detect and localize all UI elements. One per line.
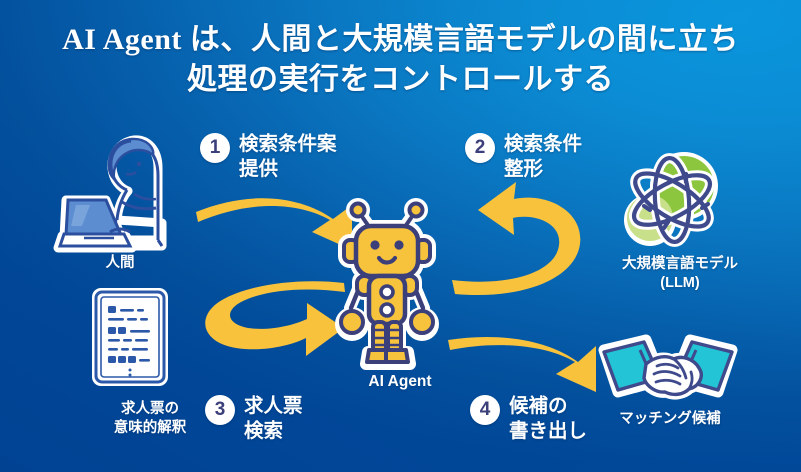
robot-icon [335, 198, 439, 370]
document-caption: 求人票の 意味的解釈 [50, 400, 250, 438]
atom-molecule-icon [624, 152, 718, 247]
arrow-human-to-agent [196, 198, 352, 250]
step-4-label-line-1: 候補の [509, 395, 568, 417]
step-1-label-line-1: 検索条件案 [239, 133, 337, 155]
step-3: 3 求人票 検索 [205, 394, 303, 444]
arrow-document-to-agent [205, 281, 345, 356]
llm-caption-line-2: (LLM) [660, 275, 700, 292]
step-1: 1 検索条件案 提供 [200, 132, 337, 182]
document-caption-line-2: 意味的解釈 [113, 420, 187, 437]
job-posting-document-icon [92, 288, 168, 386]
arrow-agent-to-matching [448, 336, 596, 392]
step-4-label-line-2: 書き出し [509, 419, 588, 442]
step-2-number: 2 [465, 133, 495, 163]
step-1-label-line-2: 提供 [239, 157, 279, 180]
step-3-number: 3 [205, 395, 235, 425]
step-1-number: 1 [200, 133, 230, 163]
document-caption-line-1: 求人票の [121, 401, 179, 417]
step-4: 4 候補の 書き出し [470, 394, 587, 444]
step-3-label-line-1: 求人票 [244, 395, 303, 417]
step-3-label: 求人票 検索 [244, 394, 303, 444]
llm-caption: 大規模言語モデル (LLM) [570, 255, 790, 293]
llm-caption-line-1: 大規模言語モデル [622, 256, 738, 272]
step-2: 2 検索条件 整形 [465, 132, 582, 182]
step-2-label-line-2: 整形 [504, 157, 544, 180]
page-title: AI Agent は、人間と大規模言語モデルの間に立ち 処理の実行をコントロール… [0, 20, 801, 100]
handshake-icon [598, 334, 738, 400]
step-2-label: 検索条件 整形 [504, 132, 582, 182]
step-1-label: 検索条件案 提供 [239, 132, 337, 182]
arrow-agent-to-llm [452, 182, 581, 296]
human-caption: 人間 [105, 255, 135, 271]
step-4-number: 4 [470, 395, 500, 425]
agent-caption: AI Agent [368, 373, 432, 390]
person-at-laptop-icon [53, 135, 167, 253]
step-4-label: 候補の 書き出し [509, 394, 587, 444]
step-2-label-line-1: 検索条件 [504, 133, 583, 155]
matching-caption: マッチング候補 [619, 411, 721, 427]
step-3-label-line-2: 検索 [244, 419, 284, 442]
title-line-1: AI Agent は、人間と大規模言語モデルの間に立ち [62, 23, 739, 56]
title-line-2: 処理の実行をコントロールする [187, 62, 614, 96]
